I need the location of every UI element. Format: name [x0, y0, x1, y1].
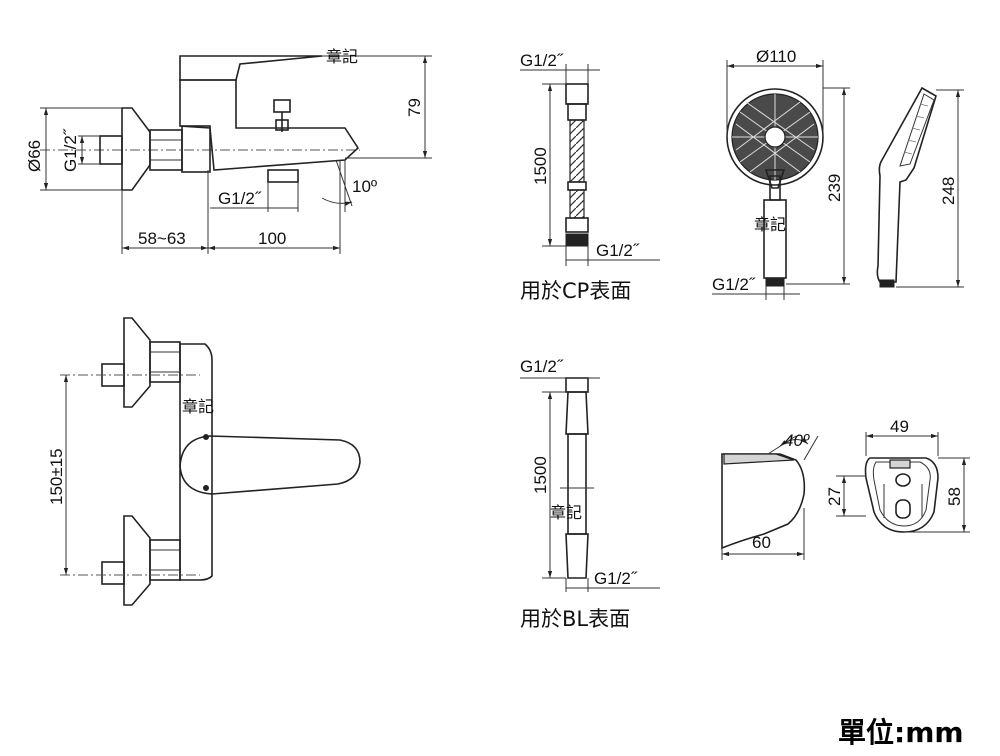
holder-side-body [721, 453, 806, 550]
hand-shower-side-view: 248 [876, 86, 964, 288]
outlet-thread-dim-label: G1/2˝ [218, 189, 262, 208]
wall-diameter-dim-label: Ø66 [25, 140, 44, 172]
hose-cp-bottom-thread-label: G1/2˝ [596, 241, 640, 260]
faucet-body [179, 79, 360, 171]
unit-label: 單位:mm [838, 716, 964, 749]
holder-side-view: 40º 60 [721, 431, 819, 560]
holder-width-label: 49 [890, 417, 909, 436]
hose-bl-caption: 用於BL表面 [520, 607, 630, 631]
shower-side-height-label: 248 [939, 177, 958, 205]
hose-bl-bottom-thread-label: G1/2˝ [594, 569, 638, 588]
shower-thread-label: G1/2˝ [712, 275, 756, 294]
faucet-front-view: 150±15 章記 [47, 317, 361, 606]
faucet-front-body [179, 343, 213, 581]
hose-cp-length-label: 1500 [531, 147, 550, 185]
shower-diameter-label: Ø110 [756, 47, 796, 66]
watermark: 章記 [754, 215, 786, 234]
holder-depth-label: 60 [752, 533, 771, 552]
wall-distance-dim-label: 58~63 [138, 229, 186, 248]
spout-angle-dim-label: 10º [352, 177, 377, 196]
inlet-thread-dim-label: G1/2˝ [61, 128, 80, 172]
faucet-lever [179, 55, 323, 81]
wall-flange [121, 107, 151, 191]
inlet-pipe [99, 135, 123, 165]
hose-cp-caption: 用於CP表面 [520, 279, 631, 303]
height-dim-label: 79 [405, 98, 424, 117]
holder-tilt-angle-label: 40º [784, 431, 810, 450]
watermark: 章記 [326, 47, 358, 66]
hose-bl-view: G1/2˝ 1500 G1/2˝ 用於BL表面 章記 [520, 357, 660, 631]
hose-cp-view: G1/2˝ 1500 G1/2˝ 用於CP表面 [520, 51, 660, 303]
watermark: 章記 [550, 503, 582, 522]
hose-bl-top-thread-label: G1/2˝ [520, 357, 564, 376]
shower-side-body [876, 86, 937, 283]
spout-length-dim-label: 100 [258, 229, 286, 248]
faucet-side-view: 79 Ø66 G1/2˝ G1/2˝ 10º 58~63 100 章記 [25, 47, 432, 254]
hand-shower-front-view: Ø110 239 G1/2˝ 章記 [712, 47, 850, 300]
shower-front-height-label: 239 [825, 174, 844, 202]
hose-bl-length-label: 1500 [531, 456, 550, 494]
holder-front-body [864, 457, 939, 533]
center-distance-dim-label: 150±15 [47, 448, 66, 505]
holder-hole-height-label: 27 [825, 487, 844, 506]
holder-height-label: 58 [945, 487, 964, 506]
holder-front-view: 49 27 58 [825, 417, 970, 533]
hose-cp-top-thread-label: G1/2˝ [520, 51, 564, 70]
faucet-front-lever [179, 435, 361, 495]
watermark: 章記 [182, 397, 214, 416]
